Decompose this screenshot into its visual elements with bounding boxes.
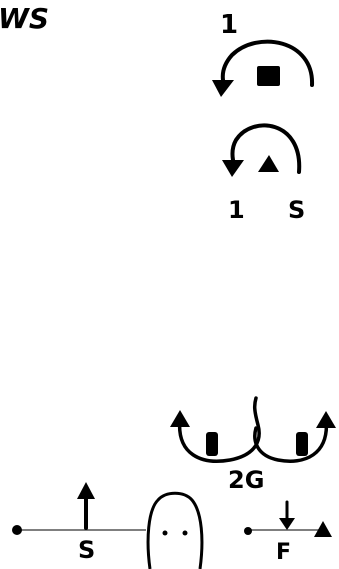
label-mid-right: S: [288, 196, 305, 224]
arrow-head-mid: [222, 160, 244, 177]
arrow-head-curl-left: [170, 410, 190, 427]
shield-dot-right: [183, 531, 188, 536]
rect-player-right: [296, 432, 308, 456]
curl-arrow-right: [255, 418, 327, 461]
player-dot-far-left: [12, 525, 22, 535]
down-arrow-head: [279, 518, 295, 530]
arrow-head-top: [212, 80, 234, 97]
up-arrow-head: [77, 482, 95, 499]
rect-player-left: [206, 432, 218, 456]
shield-dot-left: [163, 531, 168, 536]
triangle-player-mid: [258, 155, 279, 172]
square-player-top: [257, 66, 280, 86]
label-bottom-right: F: [276, 540, 291, 565]
center-shield: [148, 493, 202, 569]
player-dot-right: [244, 527, 252, 535]
curl-arrow-left: [180, 398, 260, 461]
label-bottom-left: S: [78, 536, 95, 564]
triangle-player-bottom: [314, 521, 332, 537]
arrow-head-curl-right: [316, 411, 336, 428]
label-lower-pair: 2G: [228, 466, 264, 494]
label-mid-left: 1: [228, 196, 245, 224]
label-top-number: 1: [220, 10, 238, 40]
